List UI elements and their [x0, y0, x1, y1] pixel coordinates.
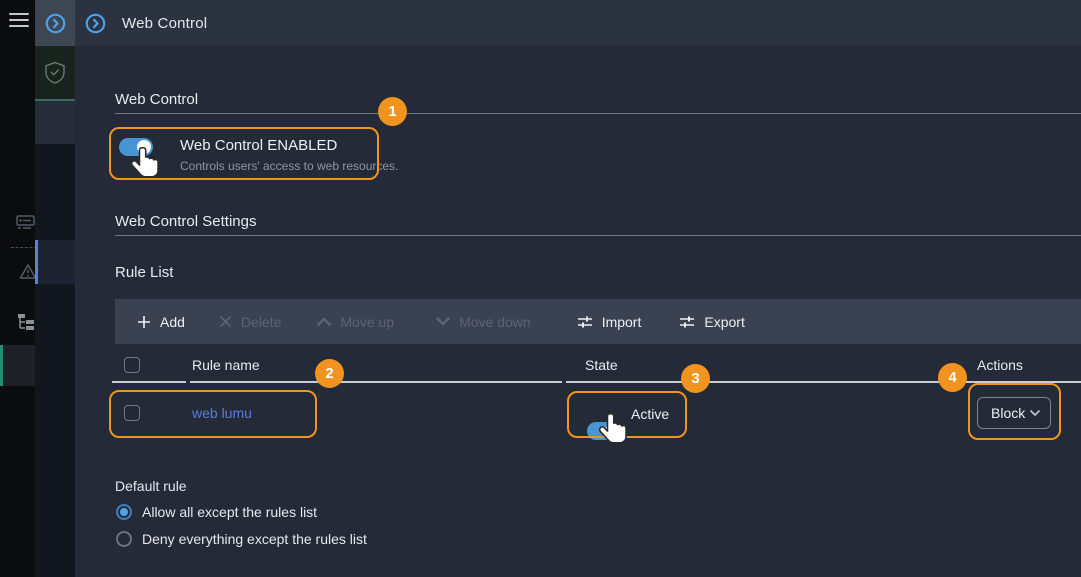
radio-option-deny[interactable]: Deny everything except the rules list — [116, 531, 367, 547]
column-header-actions[interactable]: Actions — [977, 357, 1023, 373]
sidebar-divider — [11, 247, 37, 248]
rule-list-toolbar: Add Delete Move up Move down Import — [115, 299, 1081, 344]
web-control-toggle-label: Web Control ENABLED — [180, 137, 338, 154]
radio-unselected-icon — [116, 531, 132, 547]
inner-sidebar — [35, 0, 75, 577]
header-underline — [112, 381, 186, 383]
sidebar-item[interactable] — [35, 101, 75, 144]
header-underline — [966, 381, 1081, 383]
page-title: Web Control — [122, 14, 208, 32]
circle-arrow-right-icon[interactable] — [85, 13, 106, 34]
export-button[interactable]: Export — [679, 314, 745, 330]
section-divider — [115, 113, 1081, 114]
step-badge-4: 4 — [938, 363, 967, 392]
radio-option-allow[interactable]: Allow all except the rules list — [116, 504, 317, 520]
chevron-down-icon — [436, 317, 450, 326]
default-rule-label: Default rule — [115, 478, 187, 494]
chevron-down-icon — [1030, 410, 1040, 416]
move-up-button[interactable]: Move up — [317, 314, 394, 330]
alerts-icon[interactable] — [19, 263, 37, 285]
step-badge-1: 1 — [378, 97, 407, 126]
row-checkbox[interactable] — [124, 405, 140, 421]
section-heading-settings: Web Control Settings — [115, 213, 257, 230]
sidebar-item-current[interactable] — [35, 240, 75, 284]
plus-icon — [138, 315, 150, 328]
import-button[interactable]: Import — [577, 314, 641, 330]
rule-state-toggle[interactable] — [587, 422, 621, 440]
move-down-button[interactable]: Move down — [436, 314, 531, 330]
toggle-knob — [137, 140, 151, 154]
web-control-toggle[interactable] — [119, 138, 153, 156]
select-all-checkbox[interactable] — [124, 357, 140, 373]
web-control-toggle-description: Controls users' access to web resources. — [180, 159, 399, 173]
toggle-knob — [605, 424, 619, 438]
header-underline — [190, 381, 562, 383]
sidebar-item-selected[interactable] — [0, 345, 35, 386]
close-icon — [219, 315, 231, 328]
sliders-icon — [577, 316, 592, 327]
header-underline — [566, 381, 962, 383]
rule-action-dropdown[interactable]: Block — [977, 397, 1051, 429]
delete-button[interactable]: Delete — [219, 314, 281, 330]
outer-sidebar — [0, 0, 37, 577]
rule-state-label: Active — [631, 406, 670, 422]
devices-icon[interactable] — [16, 214, 35, 238]
step-badge-2: 2 — [315, 359, 344, 388]
column-header-rule-name[interactable]: Rule name — [192, 357, 260, 373]
section-heading-web-control: Web Control — [115, 91, 199, 108]
tab-web-control-icon[interactable] — [35, 0, 75, 46]
rule-list-heading: Rule List — [115, 264, 174, 281]
chevron-up-icon — [317, 317, 332, 326]
sidebar-item-protection[interactable] — [35, 46, 75, 101]
step-badge-3: 3 — [681, 364, 710, 393]
section-divider — [115, 235, 1081, 236]
radio-selected-icon — [116, 504, 132, 520]
column-header-state[interactable]: State — [585, 357, 618, 373]
hierarchy-icon[interactable] — [17, 313, 35, 336]
sliders-icon — [680, 316, 695, 327]
rule-name-link[interactable]: web lumu — [192, 405, 252, 421]
dropdown-value: Block — [991, 405, 1026, 421]
menu-icon[interactable] — [9, 13, 29, 27]
circle-arrow-right-icon — [45, 13, 65, 33]
shield-check-icon — [45, 61, 65, 84]
top-bar: Web Control — [75, 0, 1081, 46]
add-button[interactable]: Add — [137, 314, 185, 330]
